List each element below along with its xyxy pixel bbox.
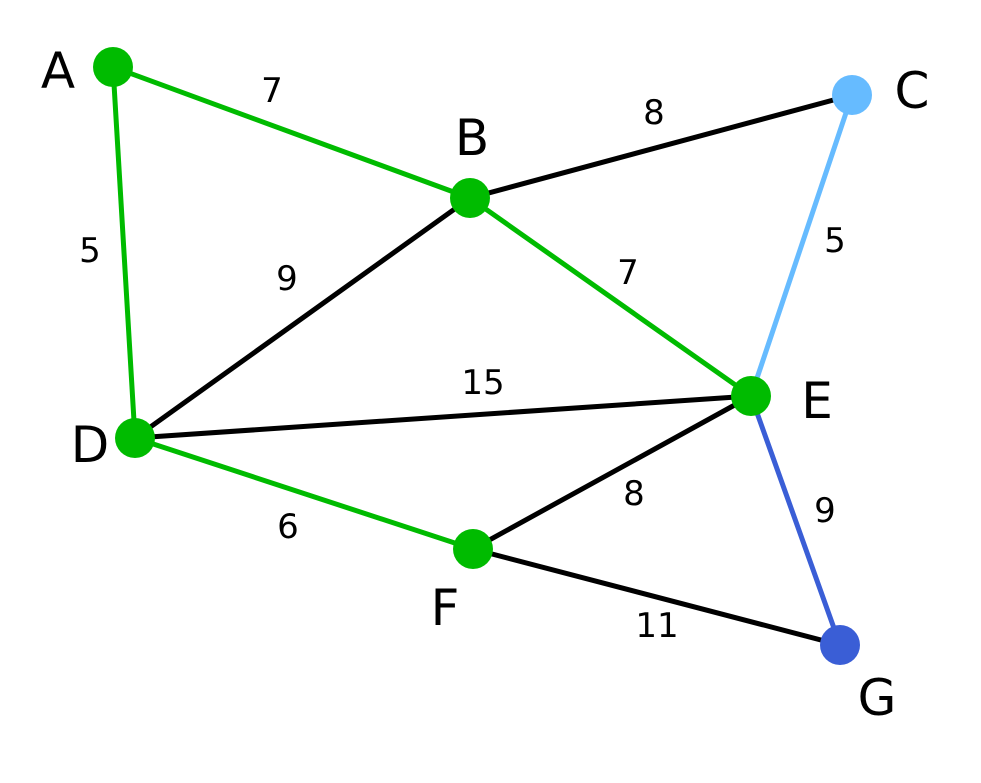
edge-d-f [132,435,476,552]
edge-weight-label: 8 [623,474,645,514]
edges-layer [110,64,855,648]
node-label: C [895,62,930,120]
edge-weight-label: 7 [261,71,283,111]
edge-e-f [470,393,754,552]
edge-weight-label: 9 [814,491,836,531]
edge-c-e [748,92,855,399]
edge-f-g [470,546,843,648]
node-a [93,47,133,87]
edge-weight-label: 6 [277,507,299,547]
node-d [115,418,155,458]
node-label: F [431,579,460,637]
edge-b-d [132,195,473,441]
edge-a-d [110,64,138,441]
node-f [453,529,493,569]
edge-weight-label: 8 [643,93,665,133]
edge-b-c [467,92,855,201]
edge-weight-label: 5 [79,231,101,271]
edge-e-g [748,393,843,648]
node-label: G [858,669,897,727]
edge-weight-label: 7 [617,253,639,293]
edge-weight-label: 15 [461,363,504,403]
edge-d-e [132,393,754,441]
node-c [832,75,872,115]
edge-weight-label: 5 [824,221,846,261]
nodes-layer [93,47,872,665]
edge-weight-label: 9 [276,259,298,299]
edge-weight-label: 11 [635,606,678,646]
node-label: B [455,109,489,167]
node-label: D [71,416,110,474]
node-label: E [801,372,833,430]
node-g [820,625,860,665]
edge-a-b [110,64,473,201]
labels-layer: 7 5 8 9 7 5 15 6 8 9 11 A B C D E F G [41,42,930,727]
edge-b-e [467,195,754,399]
node-label: A [41,42,75,100]
node-b [450,178,490,218]
node-e [731,376,771,416]
